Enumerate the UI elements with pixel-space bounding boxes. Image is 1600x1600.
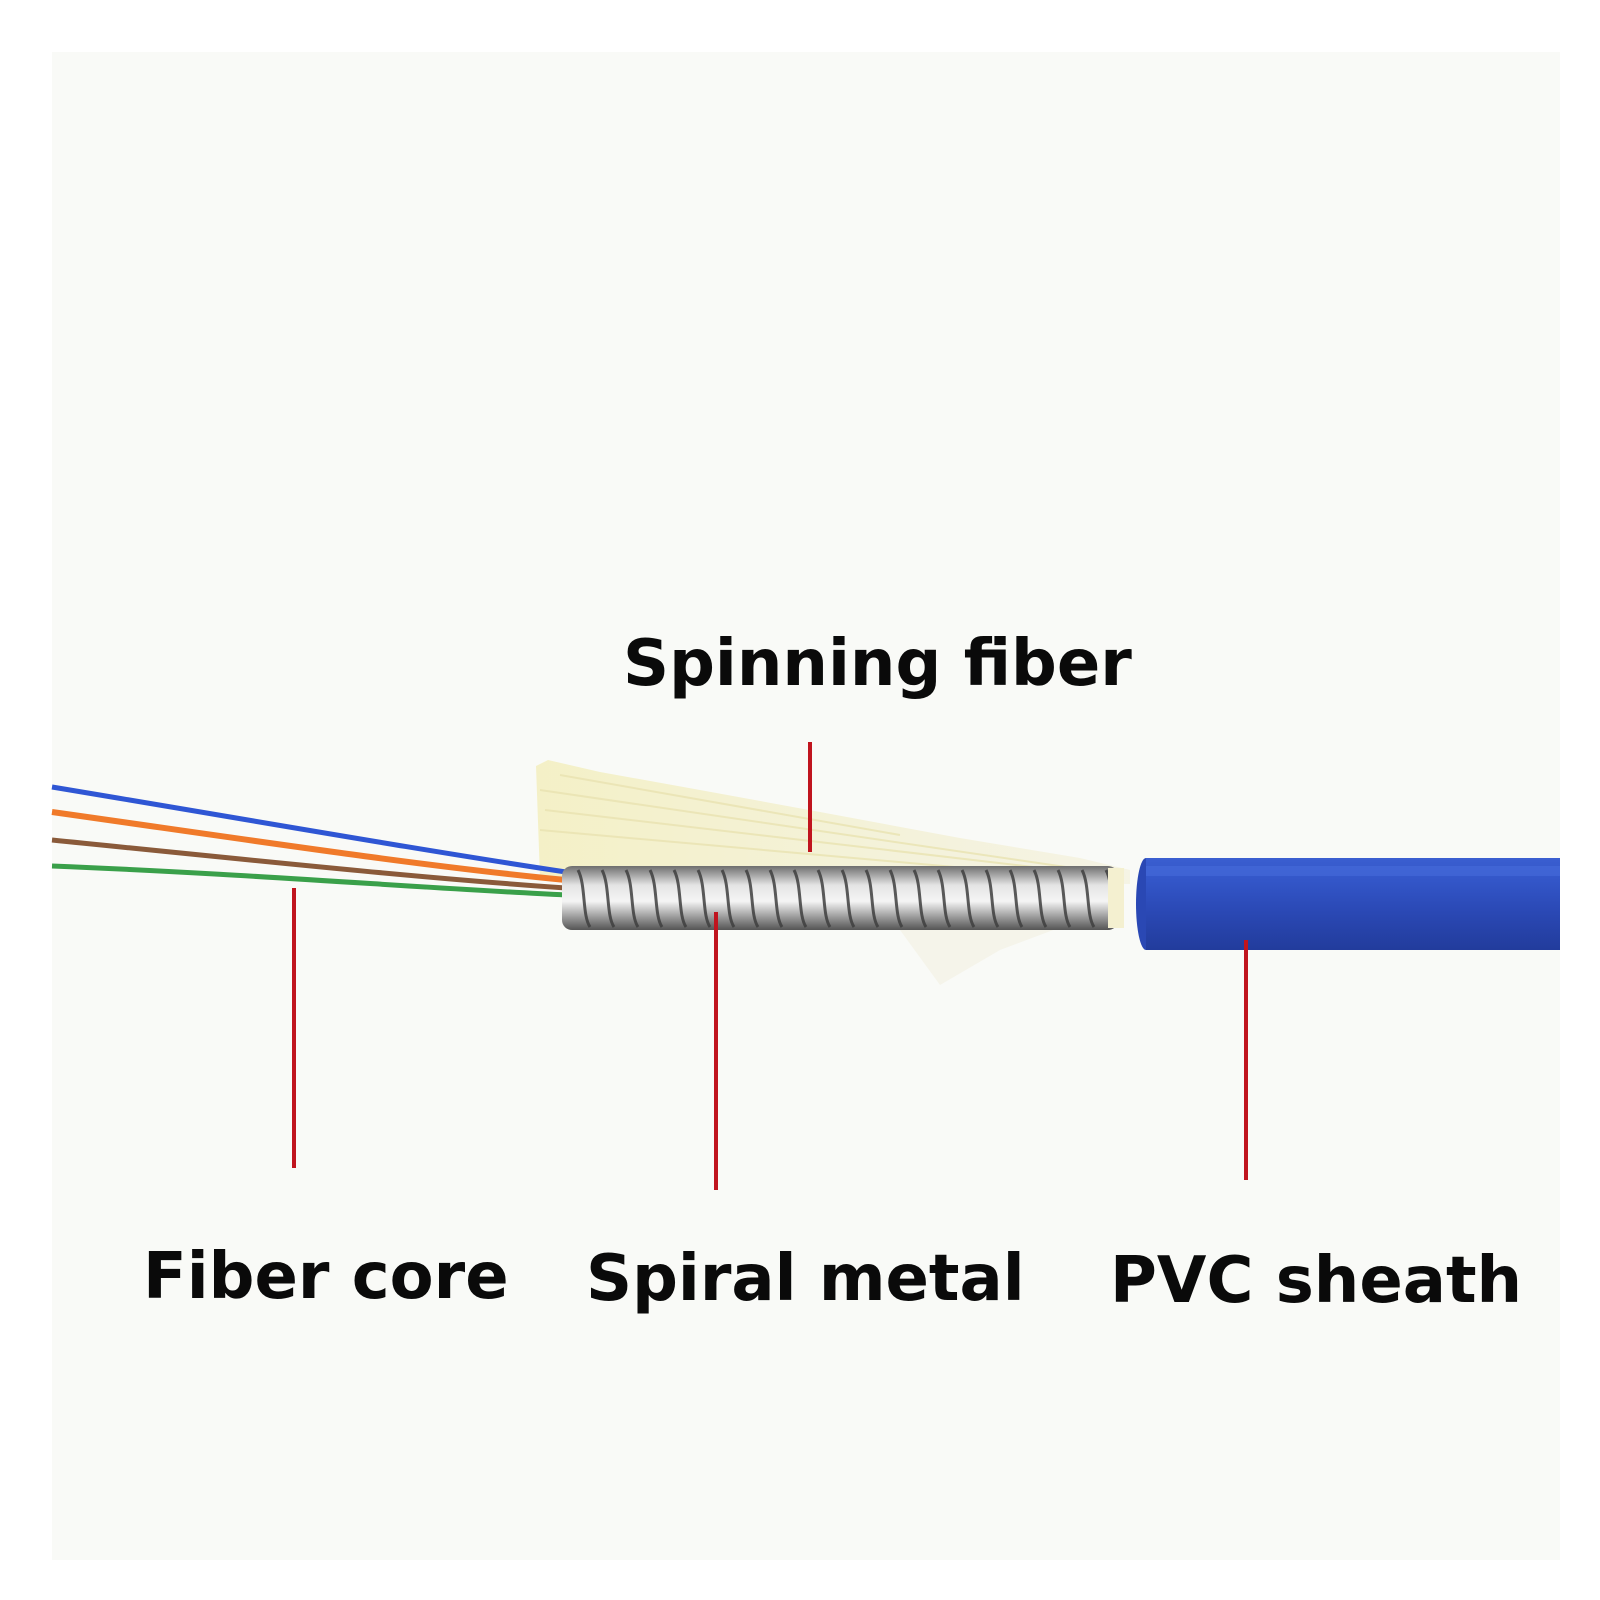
- label-spinning-fiber: Spinning fiber: [623, 627, 1132, 701]
- fiber-orange: [51, 809, 567, 883]
- spiral-coil-groove: [720, 869, 736, 928]
- spiral-coil-groove: [600, 869, 616, 928]
- spiral-coil-groove: [1032, 869, 1048, 928]
- leader-lines: [292, 742, 1248, 1190]
- spiral-coil-groove: [1008, 869, 1024, 928]
- spiral-coil-groove: [816, 869, 832, 928]
- spiral-coil-groove: [888, 869, 904, 928]
- fiber-brown: [51, 837, 567, 891]
- spiral-coil-groove: [624, 869, 640, 928]
- spiral-coil-groove: [672, 869, 688, 928]
- spiral-coil-groove: [1080, 869, 1096, 928]
- spiral-coil-groove: [768, 869, 784, 928]
- spiral-coil-groove: [792, 869, 808, 928]
- spiral-coil-groove: [912, 869, 928, 928]
- spiral-coil-groove: [936, 869, 952, 928]
- fiber-core-strands: [51, 784, 567, 898]
- aramid-yarn-upper: [536, 760, 1130, 884]
- spiral-coil-groove: [576, 869, 592, 928]
- spiral-metal-armor: [562, 866, 1124, 930]
- pvc-sheath: [1136, 858, 1560, 950]
- spiral-coil-groove: [744, 869, 760, 928]
- spiral-coil-groove: [864, 869, 880, 928]
- spiral-coil-groove: [1056, 869, 1072, 928]
- label-pvc-sheath: PVC sheath: [1110, 1244, 1523, 1318]
- aramid-yarn-strands: [539, 774, 1111, 881]
- spiral-coil-groove: [960, 869, 976, 928]
- photo-background: [52, 52, 1560, 1560]
- aramid-yarn-lower: [900, 918, 1080, 985]
- spiral-coil-groove: [984, 869, 1000, 928]
- spiral-coil-groove: [648, 869, 664, 928]
- label-spiral-metal: Spiral metal: [586, 1242, 1025, 1316]
- fiber-green: [51, 863, 567, 898]
- spiral-coil-groove: [696, 869, 712, 928]
- fiber-blue: [51, 784, 567, 875]
- spiral-coil-groove: [840, 869, 856, 928]
- label-fiber-core: Fiber core: [143, 1240, 509, 1314]
